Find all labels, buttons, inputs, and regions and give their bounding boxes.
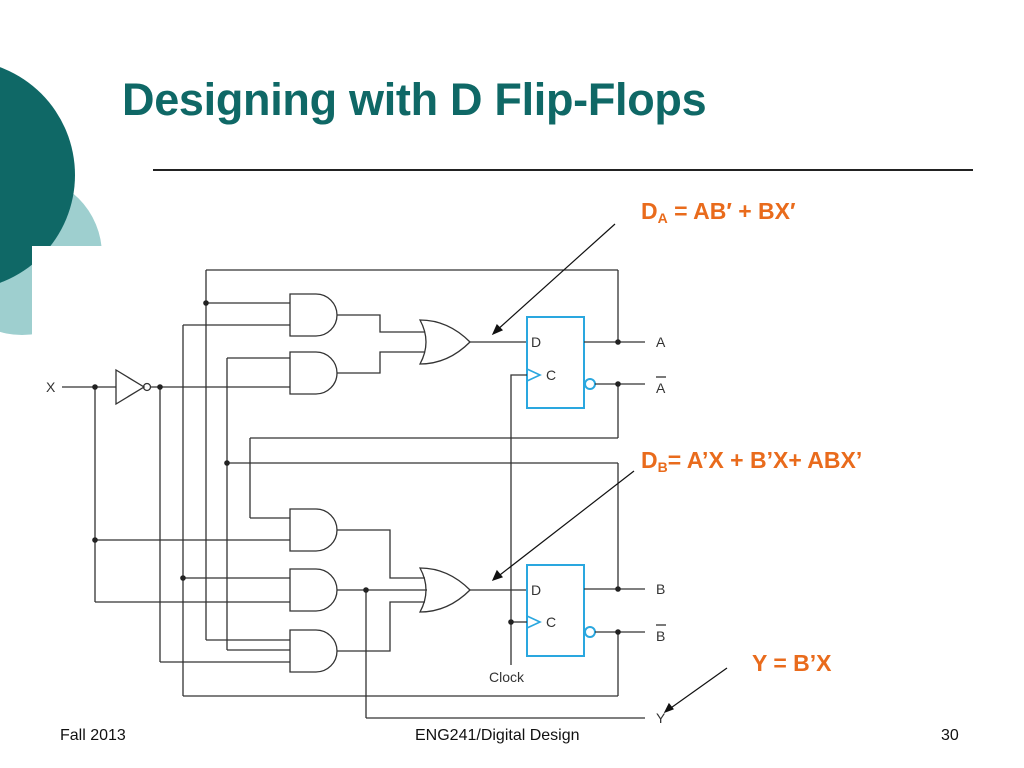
wire [337, 601, 425, 652]
and-gate-5 [289, 629, 338, 673]
output-b-label: B [656, 581, 665, 597]
output-a-label: A [656, 334, 666, 350]
decor-circle-dark [0, 67, 75, 283]
arrow-y-head [663, 702, 674, 714]
wire [337, 529, 425, 579]
flip-flop-a [526, 316, 585, 409]
ff-a-c-label: C [546, 367, 556, 383]
title-divider [153, 169, 973, 171]
circuit-panel [32, 246, 692, 726]
eq-da-main: D [641, 198, 658, 224]
arrow-y [667, 667, 728, 711]
output-b-bar-label: B [656, 628, 665, 644]
eq-db-rest: = A’X + B’X+ ABX’ [667, 447, 863, 473]
ff-a-clock-triangle [526, 368, 542, 382]
or-gate-a [418, 319, 471, 365]
or-gate-b [418, 567, 471, 613]
ff-b-d-label: D [531, 582, 541, 598]
ff-b-bubble [584, 626, 596, 638]
output-a-bar-label: A [656, 380, 666, 396]
arrow-da [495, 223, 616, 332]
annotation-arrows [491, 223, 728, 714]
wire [337, 351, 425, 374]
equation-y: Y = B’X [752, 650, 832, 676]
and-gate-2 [289, 351, 338, 395]
and-gate-3 [289, 508, 338, 552]
input-x-label: X [46, 379, 56, 395]
slide-title: Designing with D Flip-Flops [122, 74, 707, 125]
clock-label: Clock [489, 669, 525, 685]
clock-wire [510, 374, 527, 665]
footer-course: ENG241/Digital Design [415, 727, 580, 744]
equation-db: DB= A’X + B’X+ ABX’ [641, 447, 862, 475]
arrow-db-head [491, 569, 504, 581]
junction-dots [92, 300, 621, 635]
inverter-bubble [142, 382, 152, 392]
and-gate-1 [289, 293, 338, 337]
eq-db-main: D [641, 447, 658, 473]
ff-b-c-label: C [546, 614, 556, 630]
eq-db-sub: B [657, 459, 668, 475]
output-y-label: Y [656, 710, 666, 726]
wire [337, 314, 425, 333]
ff-b-clock-triangle [526, 615, 542, 629]
eq-da-sub: A [657, 210, 668, 226]
footer-date: Fall 2013 [60, 727, 126, 744]
footer-page-number: 30 [941, 727, 959, 744]
equation-da: DA = AB′ + BX′ [641, 198, 796, 226]
inverter-gate [115, 368, 146, 406]
ff-a-bubble [584, 378, 596, 390]
arrow-da-head [491, 323, 504, 336]
eq-da-rest: = AB′ + BX′ [667, 198, 796, 224]
arrow-db [495, 470, 635, 579]
and-gate-4 [289, 568, 338, 612]
flip-flop-b [526, 564, 585, 657]
ff-a-d-label: D [531, 334, 541, 350]
